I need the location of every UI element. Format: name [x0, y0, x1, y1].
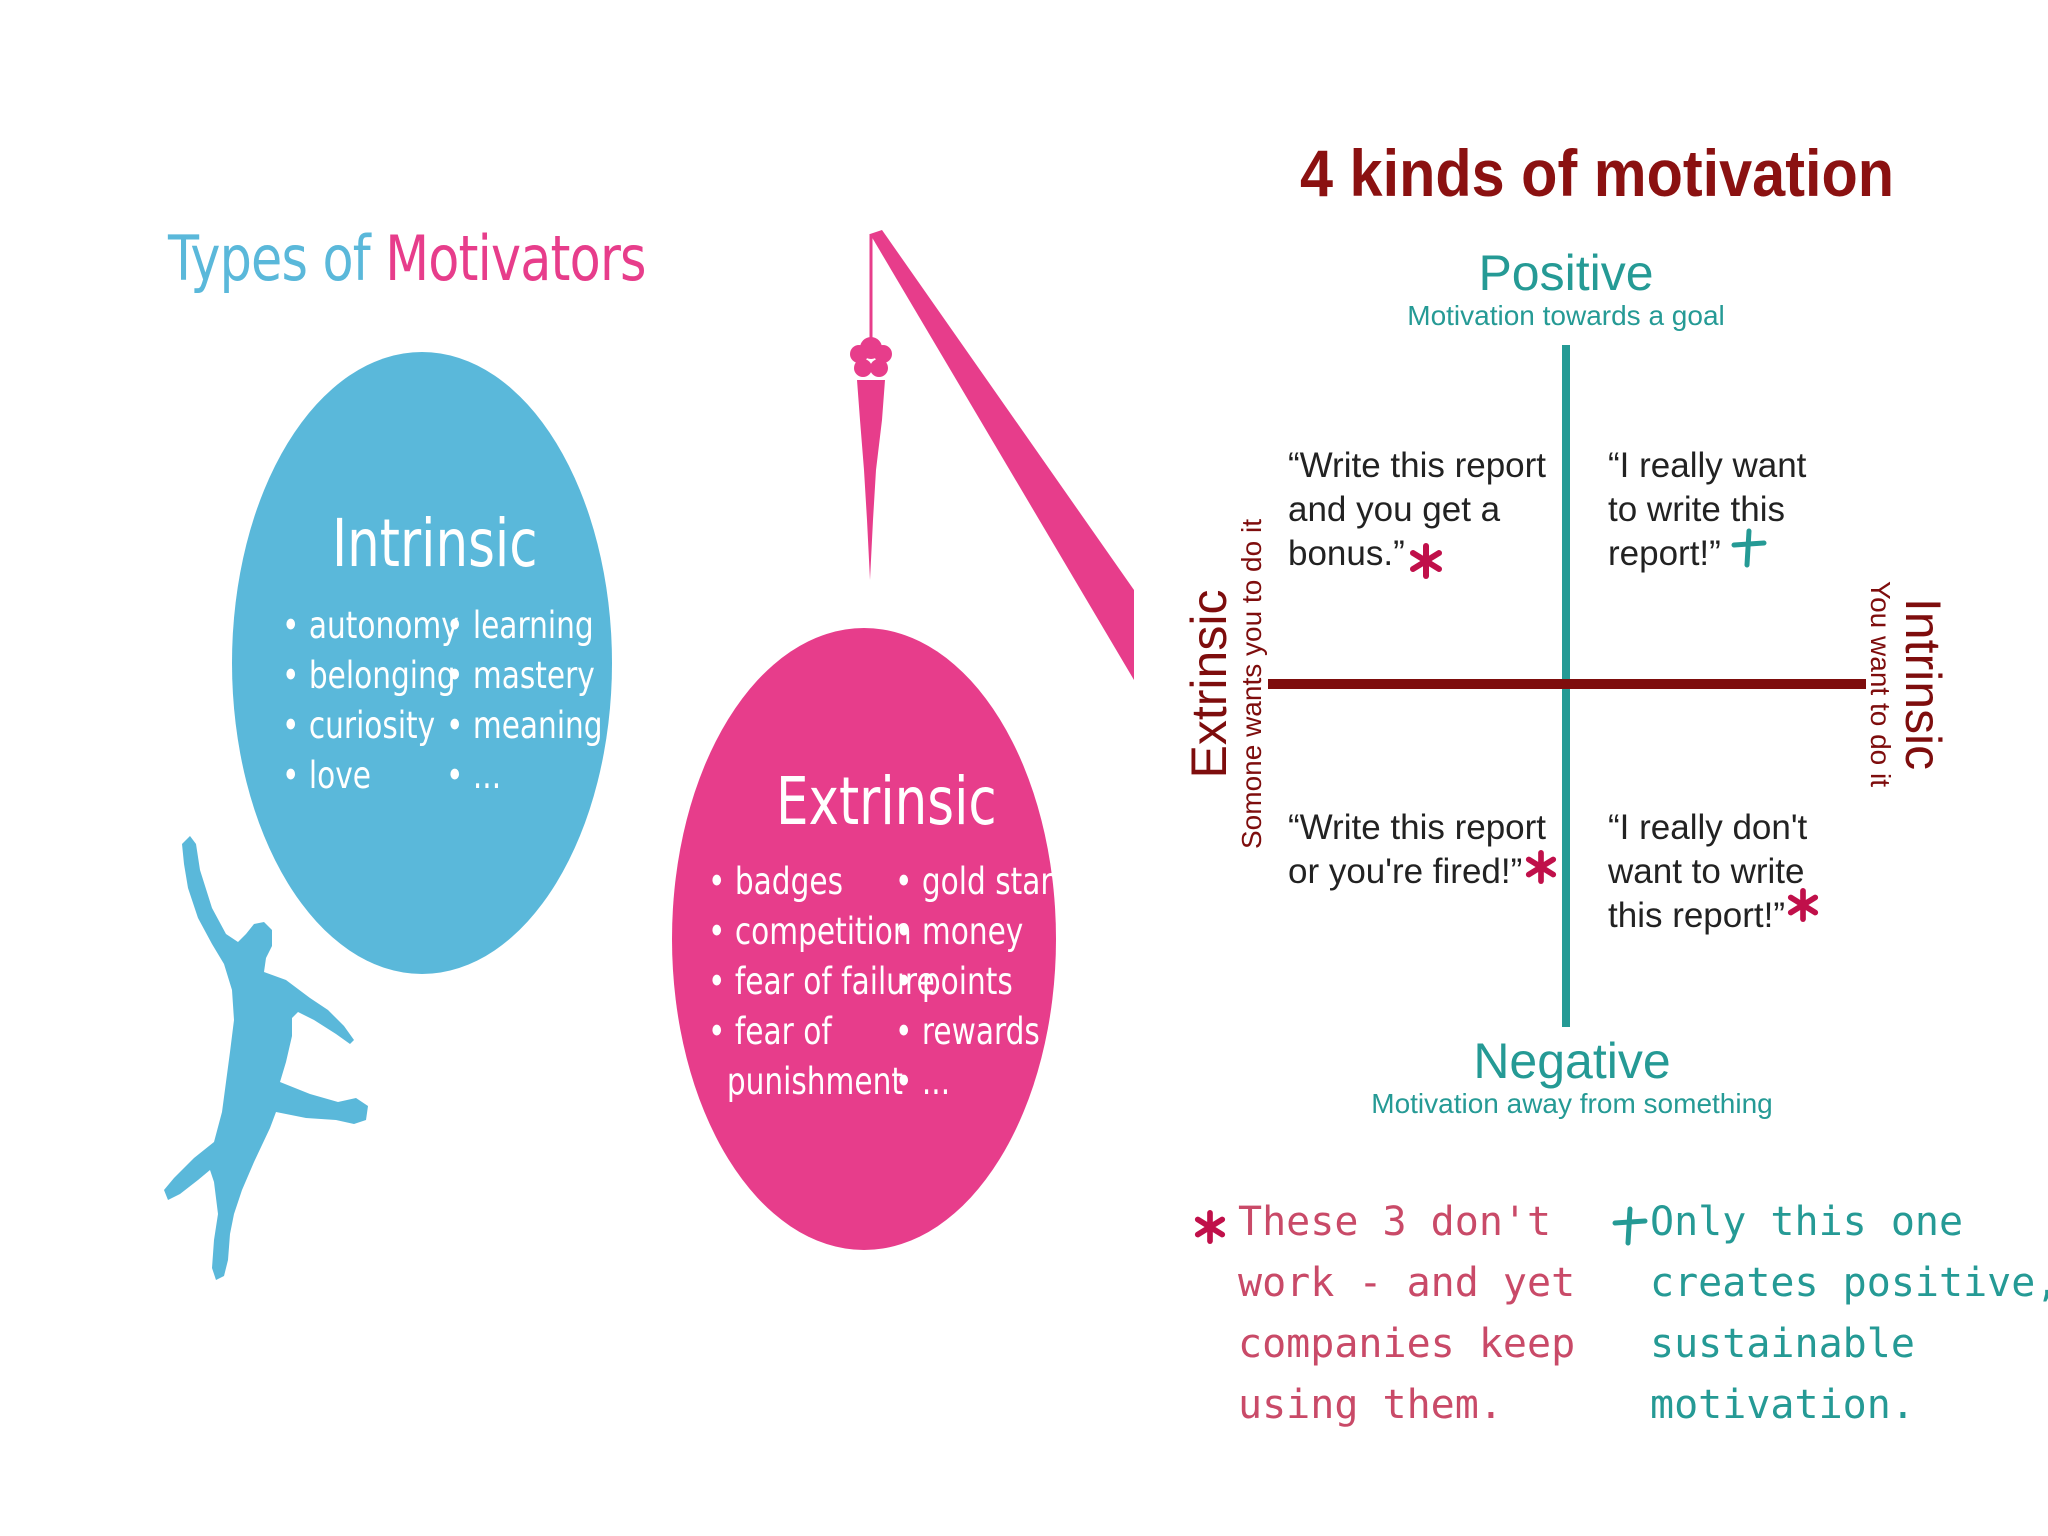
intrinsic-axis-header: Intrinsic You want to do it [1864, 581, 1952, 787]
star-icon [1410, 543, 1442, 579]
quote-line: bonus.” [1288, 534, 1405, 573]
note-line: These 3 don't [1238, 1199, 1552, 1245]
list-item: autonomy [282, 601, 459, 651]
positive-label: Positive [1478, 245, 1654, 301]
quadrant-top-left: “Write this report and you get a bonus.” [1288, 444, 1546, 576]
plus-icon [1612, 1206, 1648, 1246]
quote-line: want to write [1608, 852, 1805, 891]
negative-sub: Motivation away from something [1371, 1088, 1773, 1119]
note-line: creates positive, [1650, 1260, 2048, 1306]
note-line: sustainable [1650, 1321, 1915, 1367]
quadrant-bottom-left: “Write this report or you're fired!” [1288, 806, 1546, 894]
list-item: punishment [726, 1060, 903, 1103]
list-item: ... [895, 1057, 1068, 1107]
stick-shape [870, 230, 1134, 680]
negative-axis-header: Negative Motivation away from something [1371, 1032, 1773, 1120]
horizontal-axis-line [1268, 679, 1866, 689]
list-item: badges [708, 857, 935, 907]
title-part-motivators: Motivators [385, 222, 646, 295]
list-item: belonging [282, 651, 459, 701]
intrinsic-list-col2: learning mastery meaning ... [446, 601, 603, 801]
jumping-woman-silhouette [164, 836, 368, 1280]
list-item: points [895, 957, 1068, 1007]
positive-sub: Motivation towards a goal [1407, 300, 1725, 331]
plus-footnote: Only this one creates positive, sustaina… [1650, 1192, 2048, 1436]
quote-line: “Write this report [1288, 446, 1547, 485]
list-item: mastery [446, 651, 603, 701]
list-item: meaning [446, 701, 603, 751]
carrot-body [857, 380, 885, 580]
note-line: companies keep [1238, 1321, 1576, 1367]
star-icon [1787, 888, 1819, 922]
carrot-on-stick-illustration [850, 230, 1134, 680]
list-item: gold stars [895, 857, 1068, 907]
list-item: ... [446, 751, 603, 801]
plus-icon [1731, 528, 1767, 568]
list-item: fear of [708, 1007, 935, 1057]
quote-line: to write this [1608, 490, 1785, 529]
list-item: curiosity [282, 701, 459, 751]
quote-line: this report!” [1608, 896, 1785, 935]
quadrant-top-right: “I really want to write this report!” [1608, 444, 1806, 576]
extrinsic-list-col1: badges competition fear of failure fear … [708, 857, 935, 1107]
intrinsic-circle-title: Intrinsic [332, 505, 538, 582]
list-item: competition [708, 907, 935, 957]
intrinsic-label: Intrinsic [1895, 597, 1951, 771]
extrinsic-list-col2: gold stars money points rewards ... [895, 857, 1068, 1107]
extrinsic-sub: Somone wants you to do it [1236, 519, 1267, 849]
quote-line: “Write this report [1288, 808, 1547, 847]
extrinsic-axis-header: Extrinsic Somone wants you to do it [1180, 519, 1268, 849]
title-part-types: Types of [168, 222, 386, 295]
quadrant-bottom-right: “I really don't want to write this repor… [1608, 806, 1807, 938]
carrot-leaves [850, 337, 892, 377]
note-line: work - and yet [1238, 1260, 1576, 1306]
extrinsic-circle-title: Extrinsic [776, 763, 997, 840]
list-item: rewards [895, 1007, 1068, 1057]
intrinsic-list-col1: autonomy belonging curiosity love [282, 601, 459, 801]
quote-line: and you get a [1288, 490, 1501, 529]
types-of-motivators-title: Types of Motivators [168, 222, 647, 295]
list-item: learning [446, 601, 603, 651]
list-item: money [895, 907, 1068, 957]
list-item: love [282, 751, 459, 801]
note-line: motivation. [1650, 1382, 1915, 1428]
four-kinds-title: 4 kinds of motivation [1300, 136, 1895, 210]
note-line: using them. [1238, 1382, 1503, 1428]
extrinsic-label: Extrinsic [1181, 589, 1237, 779]
star-icon [1525, 850, 1557, 884]
quote-line: report!” [1608, 534, 1721, 573]
quote-line: “I really want [1608, 446, 1807, 485]
positive-axis-header: Positive Motivation towards a goal [1407, 244, 1725, 332]
negative-label: Negative [1473, 1033, 1671, 1089]
quote-line: “I really don't [1608, 808, 1808, 847]
note-line: Only this one [1650, 1199, 1964, 1245]
star-icon [1194, 1210, 1226, 1244]
quote-line: or you're fired!” [1288, 852, 1523, 891]
intrinsic-sub: You want to do it [1865, 580, 1896, 788]
star-footnote: These 3 don't work - and yet companies k… [1238, 1192, 1575, 1436]
